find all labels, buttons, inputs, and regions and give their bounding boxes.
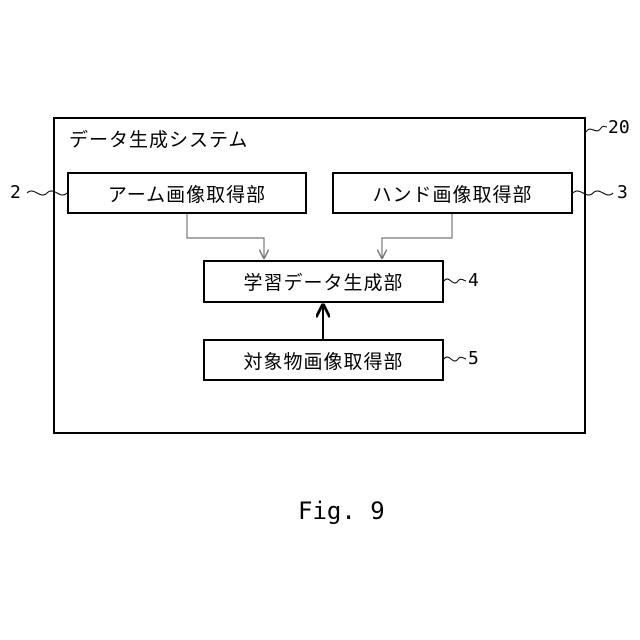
ref-5-leader xyxy=(444,357,466,361)
ref-number-2: 2 xyxy=(10,182,21,203)
ref-20-leader xyxy=(586,126,607,132)
ref-4-leader xyxy=(444,279,466,283)
ref-number-5: 5 xyxy=(468,348,479,369)
ref-number-20: 20 xyxy=(608,117,630,138)
arm-to-learning-connector xyxy=(187,214,264,258)
ref-number-4: 4 xyxy=(468,270,479,291)
ref-number-3: 3 xyxy=(617,182,628,203)
hand-to-learning-connector xyxy=(382,214,452,258)
ref-3-leader xyxy=(573,191,613,195)
ref-2-leader xyxy=(27,191,67,195)
figure-caption: Fig. 9 xyxy=(298,497,385,525)
